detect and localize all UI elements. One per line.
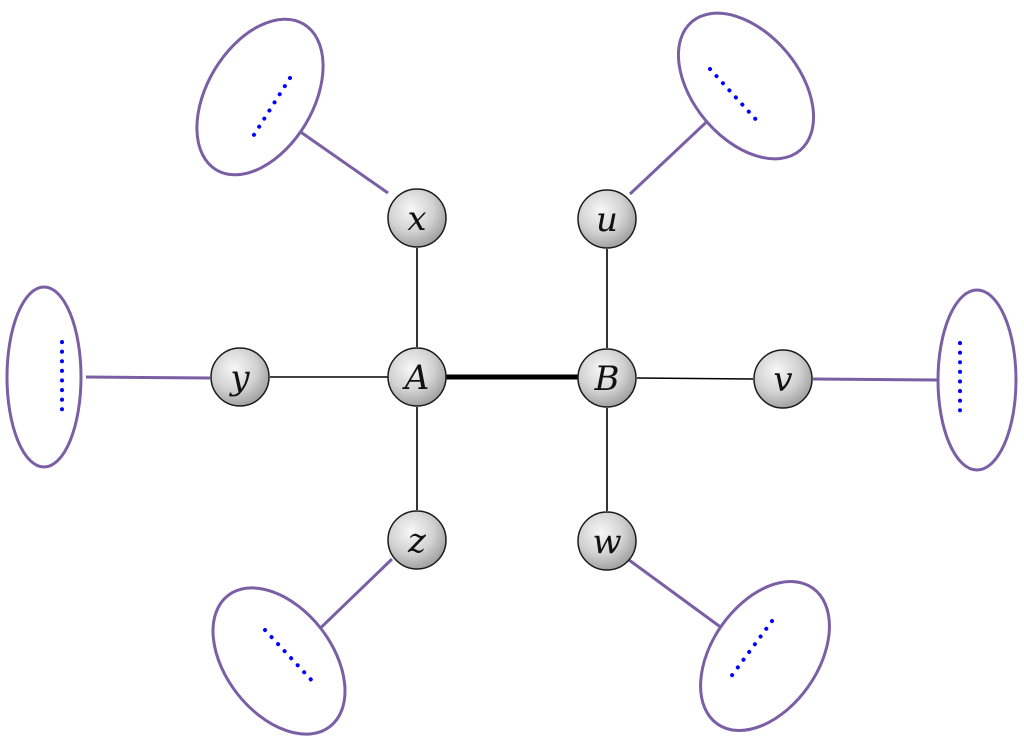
node-x: x <box>387 188 447 248</box>
cluster-u <box>676 11 816 161</box>
node-z: z <box>387 510 447 570</box>
node-label-z: z <box>407 521 427 561</box>
node-label-B: B <box>594 359 620 399</box>
connector-x <box>291 124 389 195</box>
node-label-v: v <box>773 360 792 400</box>
connector-v <box>812 377 938 382</box>
cluster-x <box>195 17 325 177</box>
clusters <box>5 11 1018 736</box>
node-v: v <box>753 349 813 409</box>
cluster-z <box>211 586 347 736</box>
dots-z <box>263 628 318 687</box>
node-label-x: x <box>407 199 426 239</box>
edges <box>270 248 754 511</box>
cluster-dots <box>60 67 962 687</box>
node-label-w: w <box>592 522 621 562</box>
node-label-A: A <box>402 358 430 398</box>
cluster-w <box>699 580 831 732</box>
dots-u <box>708 67 762 126</box>
dots-w <box>728 619 774 680</box>
connector-y <box>85 375 211 380</box>
edge-B-v <box>636 377 754 380</box>
node-u: u <box>577 189 637 249</box>
node-B: B <box>577 348 637 408</box>
node-label-y: y <box>228 358 250 398</box>
node-A: A <box>387 347 447 407</box>
cluster-y <box>5 285 83 469</box>
dots-x <box>250 76 292 140</box>
node-label-u: u <box>596 200 618 240</box>
cluster-v <box>936 288 1018 472</box>
node-y: y <box>210 347 270 407</box>
connector-w <box>628 558 731 636</box>
cluster-connectors <box>85 111 938 644</box>
connector-u <box>628 111 718 196</box>
node-w: w <box>577 511 637 571</box>
